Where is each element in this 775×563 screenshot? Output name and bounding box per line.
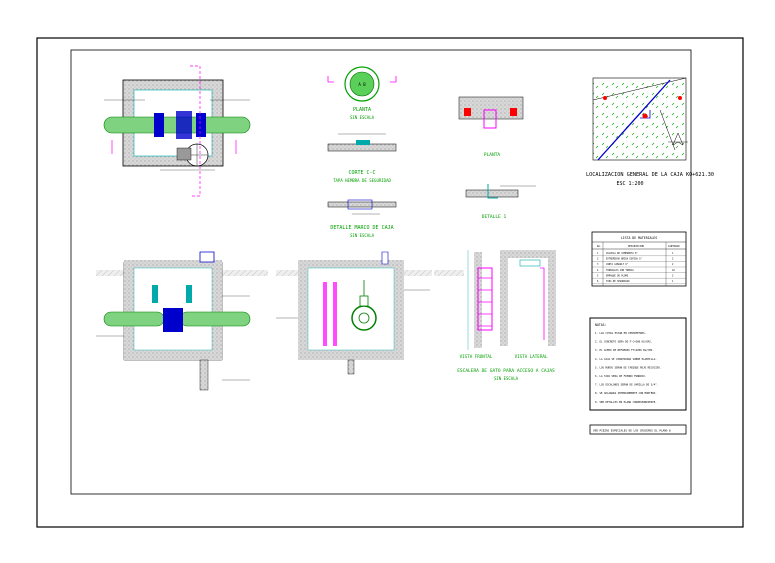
valve-wheel-icon xyxy=(351,305,377,331)
detail-1: DETALLE 1 xyxy=(465,184,536,220)
notes-item: 1. LAS COTAS ESTAN EN CENTIMETROS. xyxy=(595,331,646,335)
materials-row-no: 5 xyxy=(597,274,599,277)
materials-title: LISTA DE MATERIALES xyxy=(621,236,658,240)
detail-1-title: DETALLE 1 xyxy=(482,214,507,220)
materials-row-no: 1 xyxy=(597,252,599,255)
materials-row-desc: TORNILLOS CON TUERCA xyxy=(606,269,634,272)
location-map: LOCALIZACION GENERAL DE LA CAJA KO+621.3… xyxy=(586,77,714,187)
materials-row-qty: 1 xyxy=(672,280,674,283)
cover-plan-scale: SIN ESCALA xyxy=(350,115,375,120)
ladder-title: ESCALERA DE GATO PARA ACCESO A CAJAS xyxy=(457,368,555,374)
section-cc-subtitle: TAPA HEMBRA DE SEGURIDAD xyxy=(333,178,391,183)
inner-border xyxy=(70,49,692,495)
notes-item: 7. LOS ESCALONES SERAN DE VARILLA DE 3/4… xyxy=(595,383,658,387)
materials-row-no: 4 xyxy=(597,269,599,272)
notes-title: NOTAS: xyxy=(595,323,607,327)
detail-lid: DETALLE MARCO DE CAJA SIN ESCALA xyxy=(327,199,397,238)
detail-lid-scale: SIN ESCALA xyxy=(350,233,375,238)
materials-row-desc: EXTREMIDAD BRIDA ESPIGA 6" xyxy=(606,258,642,261)
plan-view xyxy=(103,65,251,197)
ladder-front-label: VISTA FRONTAL xyxy=(460,354,493,359)
footer-note: VER PIEZAS ESPECIALES DE LOS CRUCEROS EL… xyxy=(589,424,687,435)
materials-table: LISTA DE MATERIALES No. DESCRIPCION CANT… xyxy=(591,231,687,287)
cover-plan: A B PLANTA SIN ESCALA xyxy=(327,66,397,120)
materials-row-no: 3 xyxy=(597,263,599,266)
materials-row-qty: 2 xyxy=(672,258,674,261)
notes-item: 3. EL ACERO DE REFUERZO FY=4200 KG/CM2. xyxy=(595,348,654,352)
elev-pipe-right xyxy=(179,311,251,327)
materials-row-qty: 1 xyxy=(672,252,674,255)
north-arrow-icon xyxy=(668,132,688,146)
notes-box: NOTAS: 1. LAS COTAS ESTAN EN CENTIMETROS… xyxy=(589,317,687,411)
materials-header-no: No. xyxy=(597,245,601,248)
materials-row-no: 6 xyxy=(597,280,599,283)
elevation-left xyxy=(96,251,268,391)
location-scale: ESC 1:200 xyxy=(616,181,643,187)
notes-item: 5. LOS MUROS SERAN DE TABIQUE ROJO RECOC… xyxy=(595,365,661,369)
materials-row-desc: EMPAQUE DE PLOMO xyxy=(606,274,629,277)
ladder-side-label: VISTA LATERAL xyxy=(515,354,548,359)
notes-item: 4. LA CAJA SE CONSTRUIRA SOBRE PLANTILLA… xyxy=(595,357,657,361)
materials-row-qty: 2 xyxy=(672,274,674,277)
notes-item: 6. LA TAPA SERA DE FIERRO FUNDIDO. xyxy=(595,374,646,378)
notes-item: 8. SE APLANARA INTERIORMENTE CON MORTERO… xyxy=(595,391,657,395)
step-plan: PLANTA xyxy=(458,96,524,158)
section-cc: CORTE C-C TAPA HEMBRA DE SEGURIDAD xyxy=(327,133,397,183)
cover-plan-title: PLANTA xyxy=(353,107,371,113)
materials-row-desc: TAPA DE SEGURIDAD xyxy=(606,280,630,283)
outer-border xyxy=(36,37,744,528)
footer-note-text: VER PIEZAS ESPECIALES DE LOS CRUCEROS EL… xyxy=(593,429,671,433)
materials-row-qty: 16 xyxy=(672,269,675,272)
materials-header-desc: DESCRIPCION xyxy=(628,245,644,248)
materials-row-desc: JUNTA GIBAULT 6" xyxy=(606,263,628,266)
elevation-center xyxy=(276,251,432,375)
section-cc-title: CORTE C-C xyxy=(348,170,375,176)
svg-text:A B: A B xyxy=(358,82,366,87)
ladder-scale: SIN ESCALA xyxy=(494,376,519,381)
step-plan-title: PLANTA xyxy=(484,152,501,158)
materials-row-qty: 2 xyxy=(672,263,674,266)
location-title: LOCALIZACION GENERAL DE LA CAJA KO+621.3… xyxy=(586,172,714,178)
elev-pipe-left xyxy=(103,311,165,327)
notes-item: 9. VER DETALLES EN PLANO CORRESPONDIENTE… xyxy=(595,400,657,404)
detail-lid-title: DETALLE MARCO DE CAJA xyxy=(330,225,393,231)
ladder-views: VISTA FRONTAL VISTA LATERAL ESCALERA DE … xyxy=(434,250,556,381)
materials-row-no: 2 xyxy=(597,258,599,261)
materials-row-desc: VALVULA DE COMPUERTA 6" xyxy=(606,252,638,255)
materials-header-qty: CANTIDAD xyxy=(668,245,680,248)
notes-item: 2. EL CONCRETO SERA DE F'C=200 KG/CM2. xyxy=(595,340,652,344)
